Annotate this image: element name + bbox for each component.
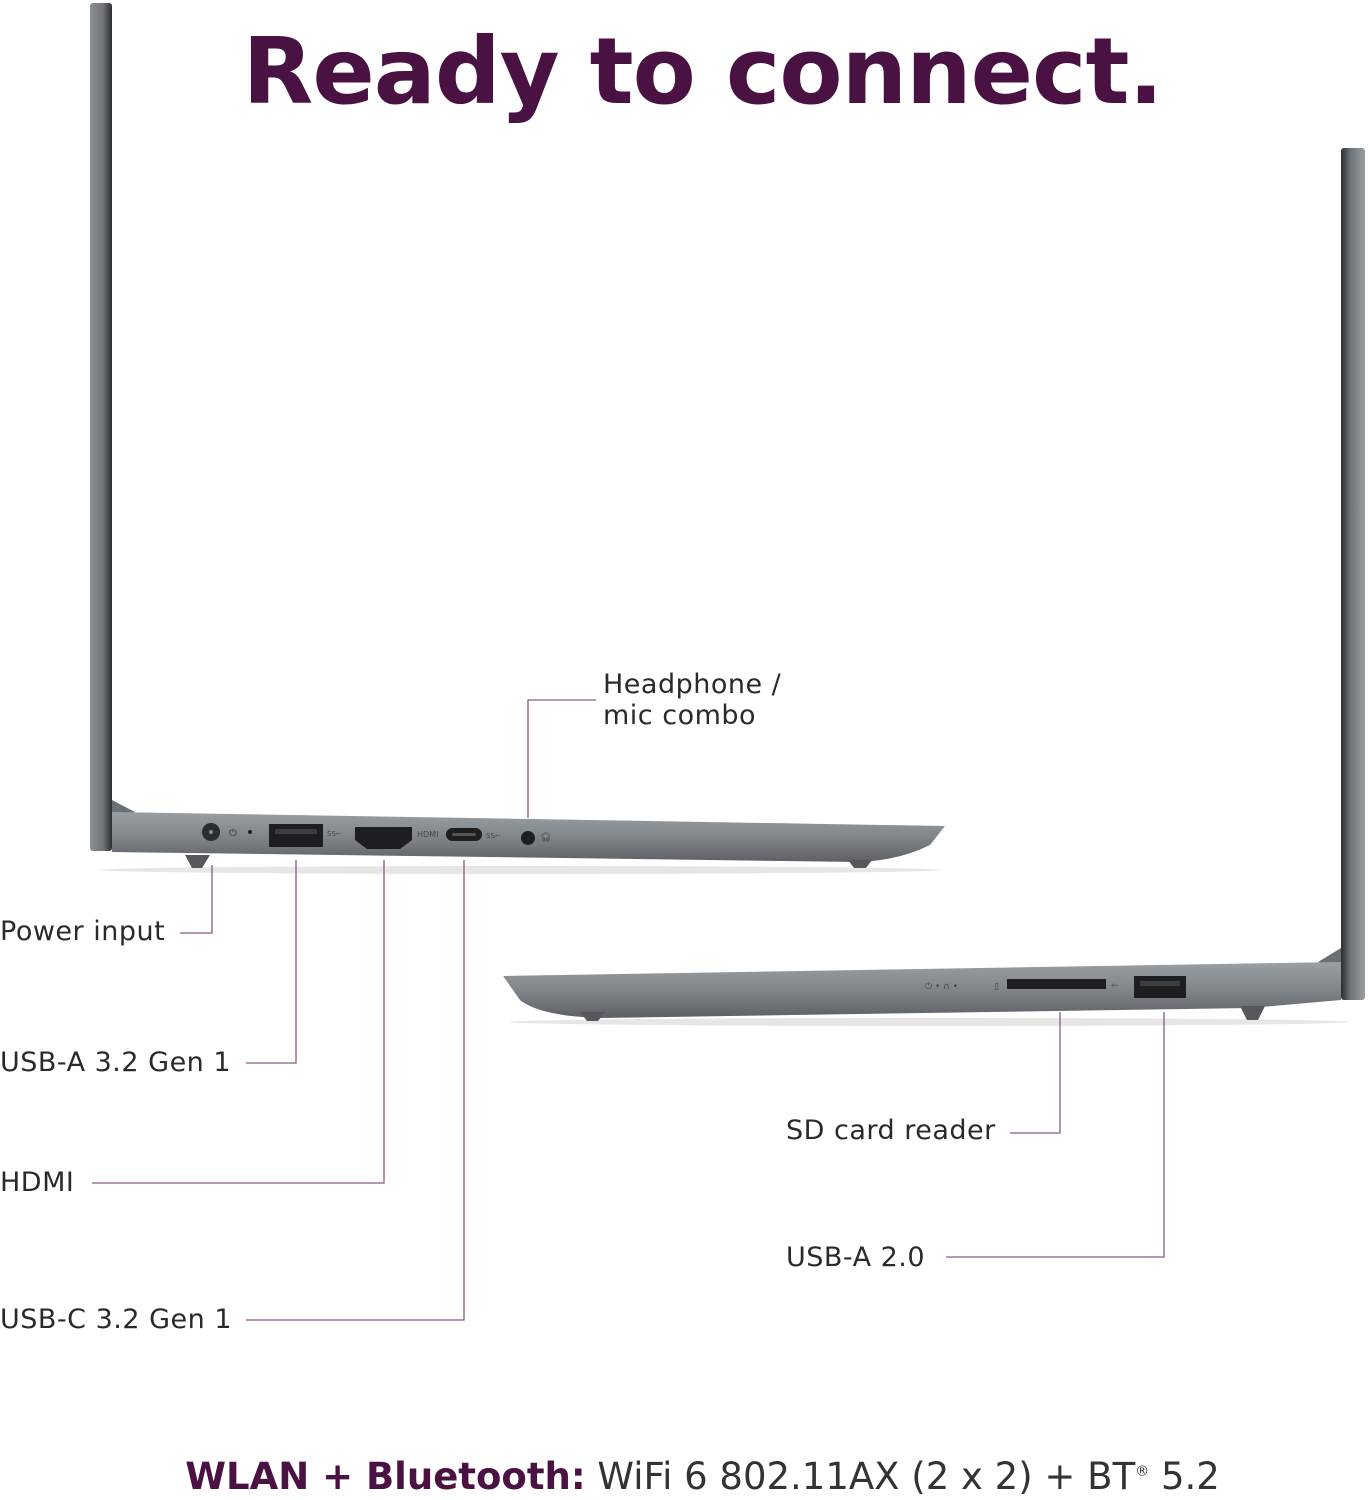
label-headphone-line2: mic combo — [603, 700, 757, 731]
label-sd-card-reader: SD card reader — [786, 1115, 996, 1146]
right-laptop-lid — [1341, 148, 1365, 1000]
headphone-leader — [527, 699, 596, 818]
wlan-bluetooth-spec: WLAN + Bluetooth: WiFi 6 802.11AX (2 x 2… — [0, 1455, 1370, 1498]
svg-text:⏻ • ∩ •: ⏻ • ∩ • — [925, 981, 958, 992]
power-leader — [180, 865, 213, 934]
right-laptop-side-view: ⏻ • ∩ • ▯ ⇽ — [503, 148, 1365, 1026]
right-laptop-base — [503, 962, 1341, 1018]
label-usb-a-32: USB-A 3.2 Gen 1 — [0, 1047, 232, 1078]
usb-a-20-port-icon — [1134, 976, 1186, 998]
spec-label: WLAN + Bluetooth: — [185, 1455, 586, 1498]
svg-text:SS⇽: SS⇽ — [327, 830, 342, 838]
label-hdmi: HDMI — [0, 1167, 75, 1198]
hdmi-port-icon — [355, 827, 412, 849]
svg-text:SS⇽: SS⇽ — [486, 832, 501, 840]
usb-a-20-leader — [946, 1012, 1165, 1258]
svg-text:⏻: ⏻ — [229, 828, 237, 839]
left-laptop-lid — [90, 3, 112, 851]
sd-leader — [1010, 1012, 1061, 1134]
label-usb-a-20: USB-A 2.0 — [786, 1242, 926, 1273]
headphone-jack-icon — [521, 831, 535, 845]
registered-mark: ® — [1135, 1463, 1150, 1480]
svg-text:🎧︎: 🎧︎ — [540, 832, 551, 843]
label-power-input: Power input — [0, 916, 166, 947]
usb-c-leader — [246, 860, 465, 1321]
label-headphone: Headphone / mic combo — [603, 669, 781, 731]
spec-value: WiFi 6 802.11AX (2 x 2) + BT — [597, 1455, 1136, 1498]
spec-version: 5.2 — [1160, 1455, 1220, 1498]
label-usb-c-32: USB-C 3.2 Gen 1 — [0, 1304, 233, 1335]
page-title: Ready to connect. — [242, 18, 1164, 125]
svg-text:⇽: ⇽ — [1111, 981, 1119, 991]
label-headphone-line1: Headphone / — [603, 669, 782, 700]
leader-lines — [92, 699, 1165, 1321]
usb-a-32-leader — [246, 860, 297, 1064]
svg-text:▯: ▯ — [994, 982, 999, 992]
sd-card-slot-icon — [1007, 979, 1106, 989]
left-laptop-side-view: ⏻ SS⇽ HDMI SS⇽ 🎧︎ — [90, 3, 945, 874]
hdmi-leader — [92, 860, 385, 1184]
hdmi-marking: HDMI — [417, 830, 438, 839]
usb-a-port-icon — [269, 824, 323, 847]
